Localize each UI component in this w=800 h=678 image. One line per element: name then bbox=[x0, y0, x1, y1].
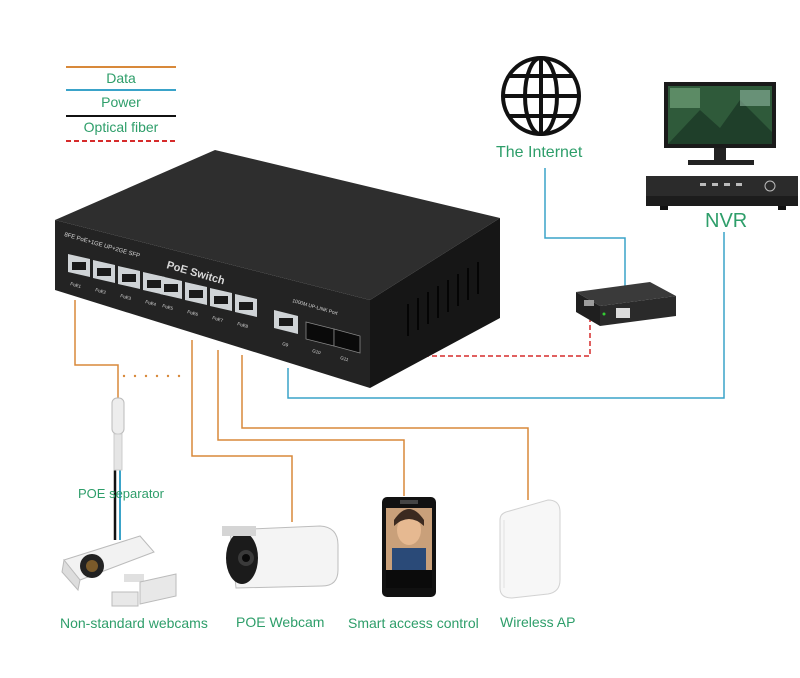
poe-separator-label: POE separator bbox=[78, 486, 164, 501]
uplink-port-label: G11 bbox=[340, 355, 350, 362]
wireless-ap-label: Wireless AP bbox=[500, 614, 576, 630]
data-line-separator bbox=[74, 300, 119, 398]
nvr-label: NVR bbox=[705, 210, 748, 232]
legend-fiber-label: Optical fiber bbox=[83, 119, 159, 135]
media-converter bbox=[576, 282, 676, 326]
port-label: PoE4 bbox=[145, 299, 157, 307]
smart-access-control-label: Smart access control bbox=[348, 615, 479, 631]
uplink-port-label: G10 bbox=[312, 348, 322, 355]
nvr-device bbox=[646, 176, 798, 210]
monitor-icon bbox=[664, 82, 776, 165]
data-line-access bbox=[217, 350, 405, 496]
dots bbox=[122, 374, 181, 378]
poe-switch bbox=[55, 150, 500, 388]
nvr-link bbox=[287, 232, 725, 399]
port-label: PoE3 bbox=[120, 293, 132, 301]
port-label: PoE5 bbox=[162, 303, 174, 311]
port-label: PoE6 bbox=[187, 309, 199, 317]
poe-webcam-label: POE Webcam bbox=[236, 614, 325, 630]
data-line-webcam bbox=[191, 340, 293, 522]
non-standard-webcams-label: Non-standard webcams bbox=[60, 615, 208, 631]
legend-power-label: Power bbox=[101, 94, 141, 110]
internet-link bbox=[544, 168, 626, 290]
wireless-ap-device bbox=[499, 499, 561, 599]
uplink-port-label: G9 bbox=[282, 341, 290, 348]
legend bbox=[66, 66, 176, 142]
poe-webcam-device bbox=[222, 525, 339, 589]
port-label: PoE7 bbox=[212, 315, 224, 323]
poe-separator-device bbox=[111, 397, 125, 471]
port-label: PoE2 bbox=[95, 287, 107, 295]
access-control-device bbox=[382, 497, 436, 597]
port-label: PoE1 bbox=[70, 281, 82, 289]
bullet-camera-device bbox=[61, 535, 177, 607]
legend-data-label: Data bbox=[106, 70, 136, 86]
fiber-link bbox=[360, 320, 591, 357]
connection-lines bbox=[74, 168, 725, 540]
port-label: PoE8 bbox=[237, 321, 249, 329]
globe-icon bbox=[501, 56, 581, 136]
internet-label: The Internet bbox=[496, 144, 583, 161]
data-line-ap bbox=[241, 355, 529, 500]
